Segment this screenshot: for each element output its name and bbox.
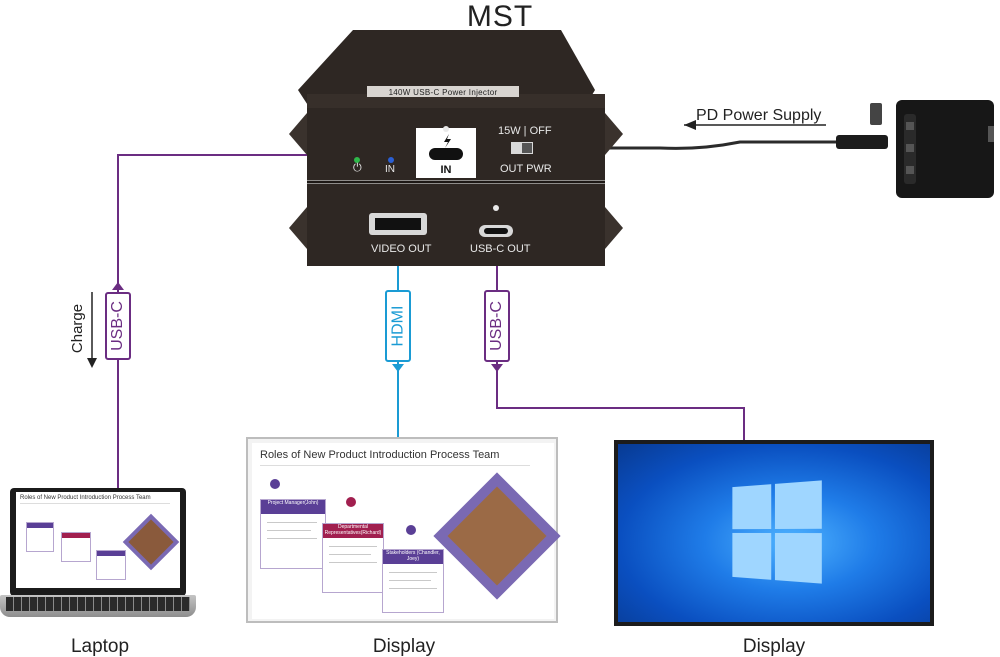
bolt-icon	[444, 134, 451, 148]
model-label-text: 140W USB-C Power Injector	[388, 88, 498, 97]
usbc-out-label: USB-C OUT	[470, 243, 531, 255]
power-injector-device	[289, 30, 623, 266]
laptop-cable-arrow-up	[112, 282, 124, 290]
laptop-caption: Laptop	[70, 636, 130, 657]
display-2	[614, 440, 934, 626]
usbc-in-port	[429, 148, 463, 160]
power-led	[354, 157, 360, 163]
model-label-plate	[367, 86, 519, 97]
charge-arrow-head	[87, 358, 97, 368]
display-2-caption: Display	[742, 636, 806, 657]
usbc-out-tag: USB-C	[484, 290, 510, 362]
led-indicator-bottom	[493, 205, 499, 211]
display-1-caption: Display	[372, 636, 436, 657]
diagram-title: MST	[466, 0, 534, 33]
cable-plug-right	[836, 135, 888, 149]
laptop-slide-title: Roles of New Product Introduction Proces…	[20, 495, 151, 501]
display-2-screen	[618, 444, 930, 622]
charger-plug-prong	[870, 103, 882, 125]
charge-note: Charge	[69, 303, 87, 353]
device-lower-module	[307, 184, 605, 266]
role-box-1: Project Manager(John)	[260, 499, 326, 569]
switch-label-bottom: OUT PWR	[500, 163, 552, 175]
pd-power-supply-label: PD Power Supply	[696, 107, 822, 124]
laptop-base	[0, 595, 196, 617]
role-box-3: Stakeholders (Chandler, Joey)	[382, 549, 444, 613]
hands-image	[447, 486, 547, 586]
laptop: Roles of New Product Introduction Proces…	[10, 488, 186, 596]
windows-logo-icon	[732, 480, 822, 584]
pd-power-supply	[896, 100, 994, 198]
in-led	[388, 157, 394, 163]
display-1-slide-title: Roles of New Product Introduction Proces…	[260, 449, 500, 461]
laptop-usbc-tag: USB-C	[105, 292, 131, 360]
usbc-in-label: IN	[440, 164, 452, 176]
in-led-label: IN	[385, 164, 395, 175]
role-box-2: Departmental Representatives(Richard)	[322, 523, 384, 593]
power-supply-cable	[600, 140, 838, 150]
hdmi-tag: HDMI	[385, 290, 411, 362]
video-out-label: VIDEO OUT	[371, 243, 432, 255]
usbc-cable-arrow-down	[491, 364, 503, 372]
display-1-screen: Roles of New Product Introduction Proces…	[252, 443, 561, 619]
led-indicator-top	[443, 126, 449, 132]
hdmi-cable-arrow-down	[392, 364, 404, 372]
power-icon: ⏻	[353, 162, 362, 174]
display-1: Roles of New Product Introduction Proces…	[246, 437, 561, 623]
switch-label-top: 15W | OFF	[498, 125, 552, 137]
pd-arrow-head	[684, 120, 696, 130]
laptop-screen: Roles of New Product Introduction Proces…	[16, 492, 180, 588]
